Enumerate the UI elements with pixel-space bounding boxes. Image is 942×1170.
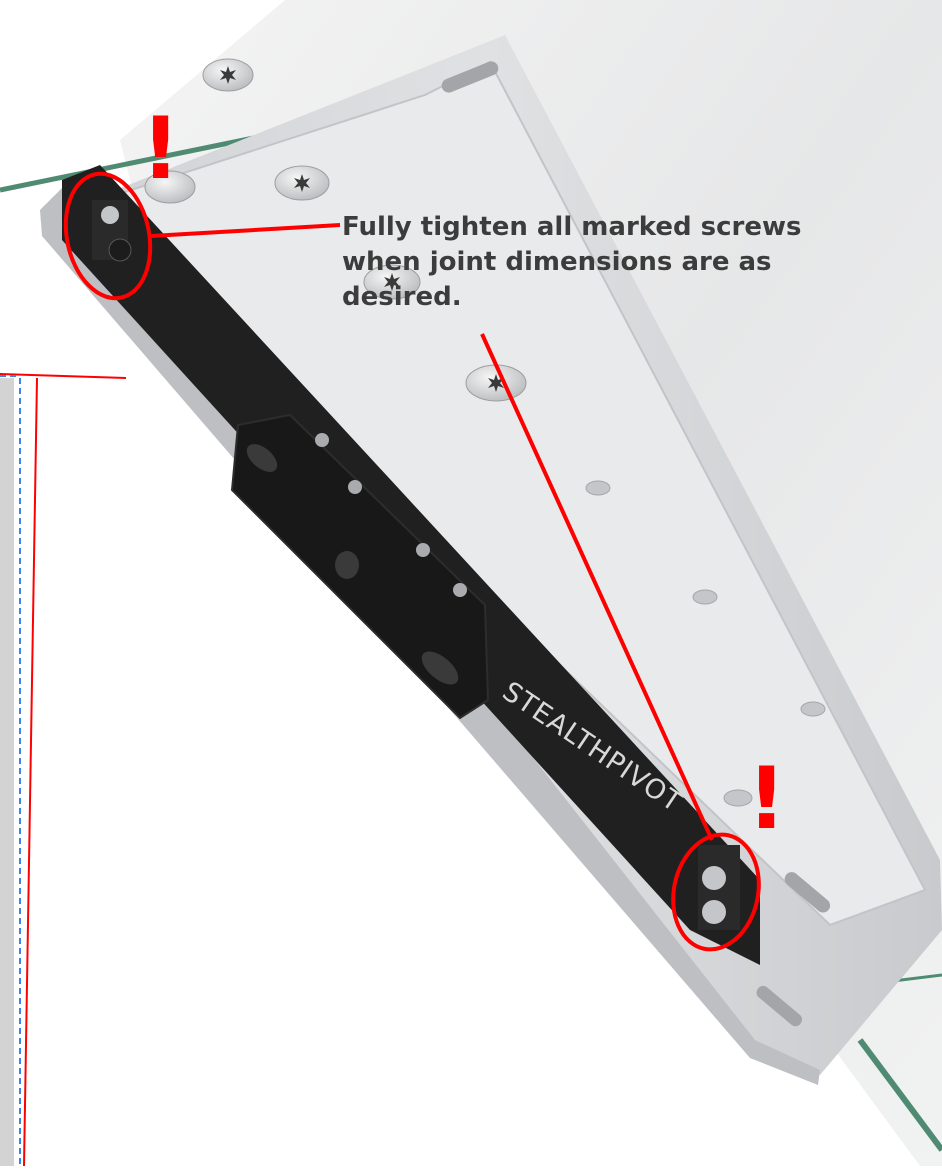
- glass-edge-right: [857, 1038, 942, 1152]
- leader-line-top: [150, 223, 341, 238]
- arm-slot-top: [246, 444, 278, 472]
- wall-section: [0, 378, 14, 1166]
- torx-screw-icon: [144, 170, 196, 204]
- callout-circle-top: [63, 171, 153, 301]
- torx-screw-icon: [202, 58, 254, 92]
- arm-bolts: [315, 433, 467, 597]
- housing-slot-bottom: [784, 872, 831, 913]
- housing-slot-top: [441, 61, 499, 93]
- plate-holes: [585, 480, 826, 807]
- pivot-arm: [230, 413, 490, 720]
- arm-slot-bottom: [421, 651, 459, 685]
- torx-screw-icon: [274, 165, 330, 201]
- callout-circle-bottom: [671, 832, 761, 952]
- instruction-text: Fully tighten all marked screws when joi…: [342, 212, 802, 312]
- guide-red-line: [23, 377, 38, 1167]
- adjustment-screws-bottom: [698, 845, 740, 930]
- warning-exclamation-icon: !: [141, 99, 181, 199]
- torx-screw-icon: [363, 264, 421, 300]
- torx-screw-icon: [465, 364, 527, 402]
- adjustment-screws-top: [92, 200, 132, 262]
- leader-line-bottom: [480, 333, 714, 841]
- wall-top-edge: [0, 373, 127, 379]
- arm-hole: [335, 551, 359, 579]
- housing-slot-side: [756, 985, 803, 1027]
- warning-exclamation-icon: !: [747, 749, 787, 849]
